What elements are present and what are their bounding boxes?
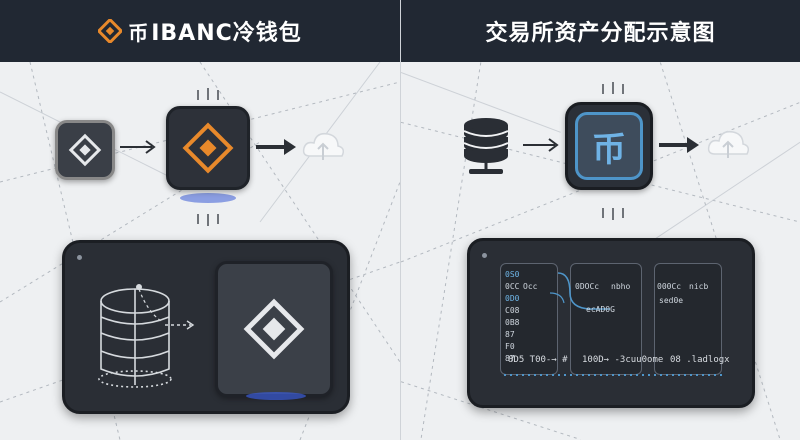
status-led	[77, 255, 82, 260]
ledger-column-2: 0DOCc nbho	[570, 263, 642, 375]
exchange-allocation-panel: 交易所资产分配示意图	[400, 0, 800, 440]
database-icon	[463, 118, 509, 174]
cold-wallet-icon	[166, 106, 250, 190]
ibanc-logo-icon	[98, 19, 123, 43]
code-line: 000Cc	[657, 282, 682, 291]
arrow-right-bold-icon	[256, 139, 296, 155]
signal-rays	[180, 88, 236, 226]
dotted-rule	[504, 374, 724, 376]
code-line: nicb	[689, 282, 709, 291]
code-line: 87	[505, 330, 515, 339]
code-line: F0	[505, 342, 515, 351]
footer-caption-3: 08 .ladlogx	[670, 355, 730, 365]
arrow-right-icon	[120, 140, 156, 154]
allocation-header: 交易所资产分配示意图	[401, 0, 800, 62]
panel-title: IBANC冷钱包	[151, 21, 302, 46]
code-line: 0S0	[505, 270, 520, 279]
exchange-coin-icon: 币	[565, 102, 653, 190]
panel-title: 交易所资产分配示意图	[485, 21, 716, 46]
signal-rays	[602, 82, 624, 220]
flow-connector	[549, 272, 610, 310]
code-line: nbho	[611, 282, 631, 291]
arrow-right-bold-icon	[659, 137, 699, 153]
footer-caption-1: 8D5 T00-→ #	[508, 355, 568, 365]
ledger-terminal: 0S0 0CC 0D0 C08 0B8 87 F0 87 Occ 0DOCc n…	[467, 238, 755, 408]
code-line: 0CC	[505, 282, 520, 291]
cold-wallet-header: 币 IBANC冷钱包	[0, 0, 400, 62]
cold-wallet-diagram	[0, 62, 400, 440]
code-line: C08	[505, 306, 520, 315]
source-wallet-icon	[55, 120, 115, 180]
cloud-icon	[302, 132, 345, 160]
code-line: ecAD0G	[586, 305, 615, 314]
code-line: Occ	[523, 282, 538, 291]
vault-glow	[246, 392, 306, 400]
arrow-right-icon	[523, 138, 559, 152]
allocation-diagram: 币 0S0 0CC 0D0 C08 0B8 87 F0 87 Occ	[401, 62, 800, 440]
code-line: 0DOCc	[575, 282, 600, 291]
footer-caption-2: 100D→ -3cuu0ome	[582, 355, 664, 365]
secure-vault-icon	[215, 261, 333, 397]
database-stack-icon	[98, 284, 195, 388]
code-line: 87	[505, 354, 515, 363]
code-line: 0B8	[505, 318, 520, 327]
code-line: sed0e	[659, 296, 684, 305]
brand-glyph: 币	[128, 20, 150, 45]
coin-glyph: 币	[575, 112, 643, 180]
vault-panel	[62, 240, 350, 414]
status-led	[482, 253, 487, 258]
ledger-column-3: 000Cc nicb sed0e	[654, 263, 722, 375]
code-line: 0D0	[505, 294, 520, 303]
cloud-icon	[707, 130, 750, 158]
cold-wallet-panel: 币 IBANC冷钱包	[0, 0, 400, 440]
ledger-column-1: 0S0 0CC 0D0 C08 0B8 87 F0 87 Occ	[500, 263, 558, 375]
